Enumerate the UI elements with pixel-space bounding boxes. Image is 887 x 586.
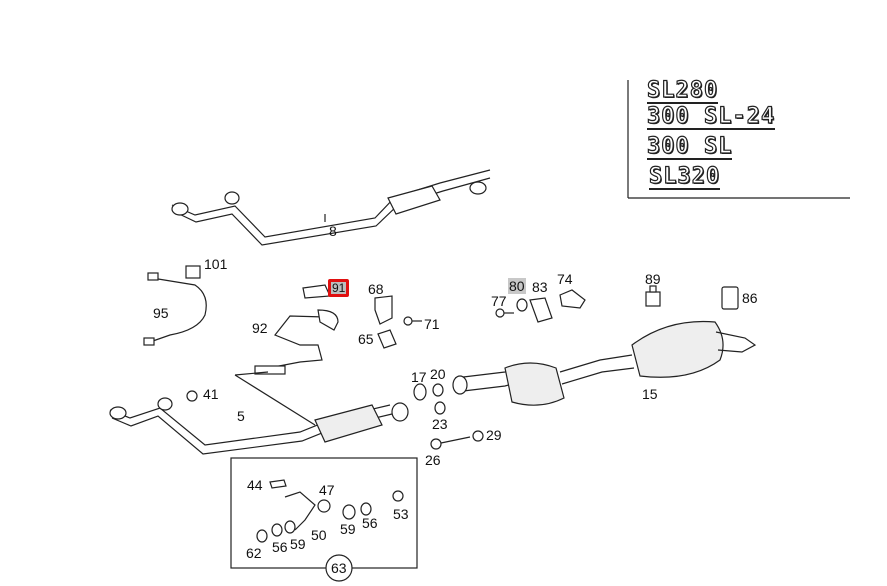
- part-5-exhaust-pipe[interactable]: [109, 371, 409, 455]
- part-77-screw[interactable]: [495, 308, 514, 318]
- part-label-86[interactable]: 86: [742, 290, 758, 306]
- part-label-41[interactable]: 41: [203, 386, 219, 402]
- part-95-oxygen-sensor[interactable]: [143, 272, 207, 346]
- part-29-nut[interactable]: [472, 430, 484, 442]
- part-label-62[interactable]: 62: [246, 545, 262, 561]
- part-68-bracket[interactable]: [374, 295, 393, 325]
- model-panel: [627, 80, 850, 199]
- part-89-mount[interactable]: [645, 285, 661, 307]
- part-92-oxygen-sensor[interactable]: [254, 309, 339, 375]
- part-65-rubber-mount[interactable]: [377, 329, 397, 349]
- part-label-101[interactable]: 101: [204, 256, 228, 272]
- part-label-59-a[interactable]: 59: [340, 521, 356, 537]
- kit-box-63: [230, 457, 418, 582]
- part-83-rubber-ring[interactable]: [529, 297, 553, 323]
- part-label-95[interactable]: 95: [153, 305, 169, 321]
- part-label-92[interactable]: 92: [252, 320, 268, 336]
- part-label-91-selected[interactable]: 91: [328, 279, 350, 297]
- part-17-gasket[interactable]: [413, 383, 427, 401]
- part-8-exhaust-pipe[interactable]: [171, 169, 491, 246]
- part-label-5[interactable]: 5: [237, 408, 245, 424]
- part-label-29[interactable]: 29: [486, 427, 502, 443]
- part-label-59-b[interactable]: 59: [290, 536, 306, 552]
- kit-parts: [256, 479, 404, 543]
- part-86-rubber-block[interactable]: [721, 286, 739, 310]
- part-label-8[interactable]: 8: [329, 223, 337, 239]
- part-label-26[interactable]: 26: [425, 452, 441, 468]
- part-71-bolt[interactable]: [403, 316, 422, 326]
- part-label-50[interactable]: 50: [311, 527, 327, 543]
- model-badge-300sl24: 300 SL-24: [646, 104, 776, 130]
- part-label-71[interactable]: 71: [424, 316, 440, 332]
- part-91-sensor[interactable]: [302, 284, 331, 299]
- model-badge-sl320: SL320: [648, 164, 721, 190]
- part-label-65[interactable]: 65: [358, 331, 374, 347]
- part-41-bolt[interactable]: [186, 390, 198, 402]
- part-23-ring[interactable]: [434, 401, 446, 415]
- part-80-washer[interactable]: [516, 298, 528, 312]
- part-label-56-b[interactable]: 56: [272, 539, 288, 555]
- part-label-89[interactable]: 89: [645, 271, 661, 287]
- part-label-15[interactable]: 15: [642, 386, 658, 402]
- part-label-17[interactable]: 17: [411, 369, 427, 385]
- part-26-bolt[interactable]: [430, 436, 471, 450]
- part-74-clamp[interactable]: [559, 289, 586, 309]
- model-badge-300sl: 300 SL: [646, 134, 733, 160]
- part-label-23[interactable]: 23: [432, 416, 448, 432]
- part-label-83[interactable]: 83: [532, 279, 548, 295]
- part-15-muffler[interactable]: [452, 320, 757, 406]
- part-label-56-a[interactable]: 56: [362, 515, 378, 531]
- part-label-44[interactable]: 44: [247, 477, 263, 493]
- part-label-77[interactable]: 77: [491, 293, 507, 309]
- part-101-bracket[interactable]: [185, 265, 201, 279]
- model-badge-sl280: SL280: [646, 78, 719, 104]
- part-label-63[interactable]: 63: [331, 560, 347, 576]
- part-label-80[interactable]: 80: [508, 278, 526, 294]
- part-20-ring[interactable]: [432, 383, 444, 397]
- part-label-53[interactable]: 53: [393, 506, 409, 522]
- part-label-47[interactable]: 47: [319, 482, 335, 498]
- part-label-68[interactable]: 68: [368, 281, 384, 297]
- part-label-20[interactable]: 20: [430, 366, 446, 382]
- part-label-74[interactable]: 74: [557, 271, 573, 287]
